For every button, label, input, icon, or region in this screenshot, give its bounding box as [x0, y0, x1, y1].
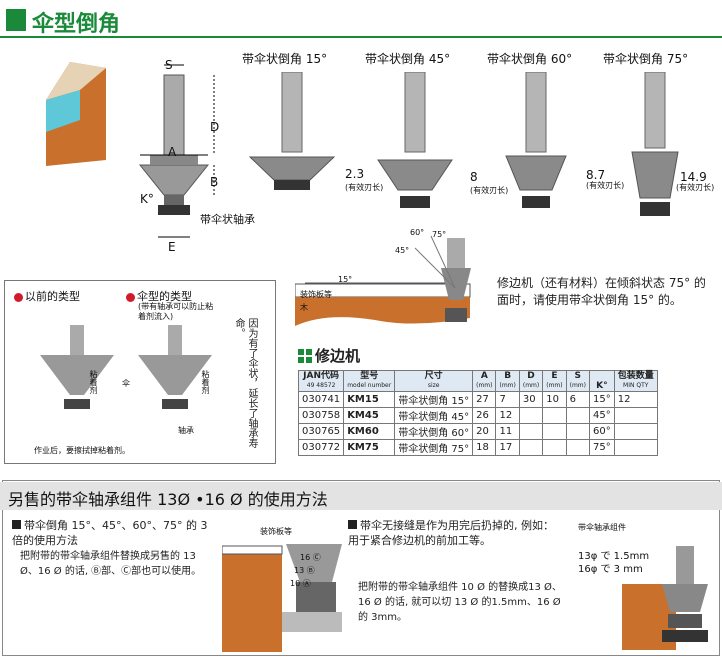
- board-label: 装饰板等: [300, 290, 332, 299]
- umbrella-label: 伞: [122, 379, 130, 388]
- bit-title-60: 带伞状倒角 60°: [487, 52, 573, 66]
- bit-dim-15: 2.3: [345, 167, 365, 181]
- red-dot-icon: [126, 292, 135, 302]
- new-type-heading: 伞型的类型: [126, 288, 192, 304]
- th-e: E(mm): [542, 370, 567, 392]
- bit-dim-note-45: (有效刃长): [470, 186, 509, 195]
- dim-s: S: [165, 58, 173, 72]
- wood-block-illustration: [46, 62, 106, 166]
- th-s: S(mm): [565, 370, 590, 392]
- angle-45: 45°: [395, 246, 410, 255]
- th-k: K°: [588, 370, 615, 392]
- angle-75: 75°: [432, 230, 447, 239]
- title-marker: [6, 9, 26, 31]
- compare-footnote: 作业后，要擦拭掉粘着剂。: [34, 446, 130, 455]
- bit-dim-75: 14.9: [680, 170, 707, 184]
- grid-icon: [298, 349, 312, 363]
- bearing-offset-diagram: [222, 544, 342, 652]
- th-d: D(mm): [518, 370, 544, 392]
- bit-dim-note-15: (有效刃长): [345, 183, 384, 192]
- bit-dim-60: 8.7: [586, 168, 606, 182]
- angle-diagram: [295, 235, 471, 326]
- section2-right-bullet: 把附带的带伞轴承组件 10 Ø 的替换成13 Ø、16 Ø 的话, 就可以切 1…: [358, 582, 562, 623]
- angle-60: 60°: [410, 228, 425, 237]
- red-dot-icon: [14, 292, 23, 302]
- section2-frame: [2, 480, 720, 656]
- comparison-box: [4, 280, 276, 464]
- section2-title: 另售的带伞轴承组件 13Ø •16 Ø 的使用方法: [8, 490, 328, 509]
- th-b: B(mm): [495, 370, 520, 392]
- bearing-label: 带伞状轴承: [200, 213, 255, 226]
- angle-15: 15°: [338, 275, 353, 284]
- dim-e: E: [168, 240, 176, 254]
- far-line2: 16φ で 3 mm: [578, 564, 643, 575]
- dim-b: B: [210, 175, 219, 189]
- bearing-label-compare: 轴承: [178, 426, 194, 435]
- mark-16: 16 Ⓒ: [300, 553, 321, 562]
- dimension-diagram: [138, 64, 215, 238]
- bit-dim-note-75: (有效刃长): [676, 183, 715, 192]
- bit-title-15: 带伞状倒角 15°: [242, 52, 328, 66]
- adhesive-label-old: 粘着剂: [89, 370, 98, 394]
- section2-left-bullet: 把附带的带伞轴承组件替换成另售的 13 Ø、16 Ø 的话, Ⓑ部、Ⓒ部也可以使…: [20, 551, 202, 577]
- bit-title-45: 带伞状倒角 45°: [365, 52, 451, 66]
- dim-a: A: [168, 145, 177, 159]
- mark-10: 10 Ⓐ: [290, 579, 311, 588]
- table-section-title: 修边机: [315, 347, 361, 365]
- bit-dim-note-60: (有效刃长): [586, 181, 625, 190]
- adhesive-label-new: 粘着剂: [201, 370, 210, 394]
- square-bullet-icon: [12, 520, 21, 529]
- far-line1: 13φ で 1.5mm: [578, 551, 650, 562]
- section2-mid-label: 装饰板等: [260, 527, 292, 536]
- bit-dim-45: 8: [470, 170, 478, 184]
- wood-label: 木: [300, 303, 308, 312]
- section2-right-head: 带伞无接缝是作为用完后扔掉的, 例如：用于紧合修边机的前加工等。: [348, 519, 554, 547]
- compare-vertical-note: 因为有了伞状，延长了轴承寿命。: [233, 318, 257, 448]
- old-type-heading: 以前的类型: [14, 288, 80, 304]
- bearing-assembly-diagram: [622, 546, 708, 650]
- dim-k: K°: [140, 192, 154, 206]
- comparison-bits: [40, 325, 212, 409]
- bit-title-75: 带伞状倒角 75°: [603, 52, 689, 66]
- router-bits-illustration: [248, 72, 679, 216]
- tilt-note: 修边机（还有材料）在倾斜状态 75° 的面时，请使用带伞状倒角 15° 的。: [497, 276, 706, 307]
- far-title: 带伞轴承组件: [578, 523, 626, 532]
- dim-d: D: [210, 120, 220, 134]
- mark-13: 13 Ⓑ: [294, 566, 315, 575]
- square-bullet-icon: [348, 520, 357, 529]
- title-bar: [0, 0, 722, 38]
- section2-bar: [0, 482, 722, 510]
- th-a: A(mm): [472, 370, 497, 392]
- new-type-note: (带有轴承可以防止粘着剂流入): [138, 302, 214, 321]
- page-title: 伞型倒角: [32, 12, 121, 37]
- section2-left-head: 带伞倒角 15°、45°、60°、75° 的 3 倍的使用方法: [12, 519, 208, 547]
